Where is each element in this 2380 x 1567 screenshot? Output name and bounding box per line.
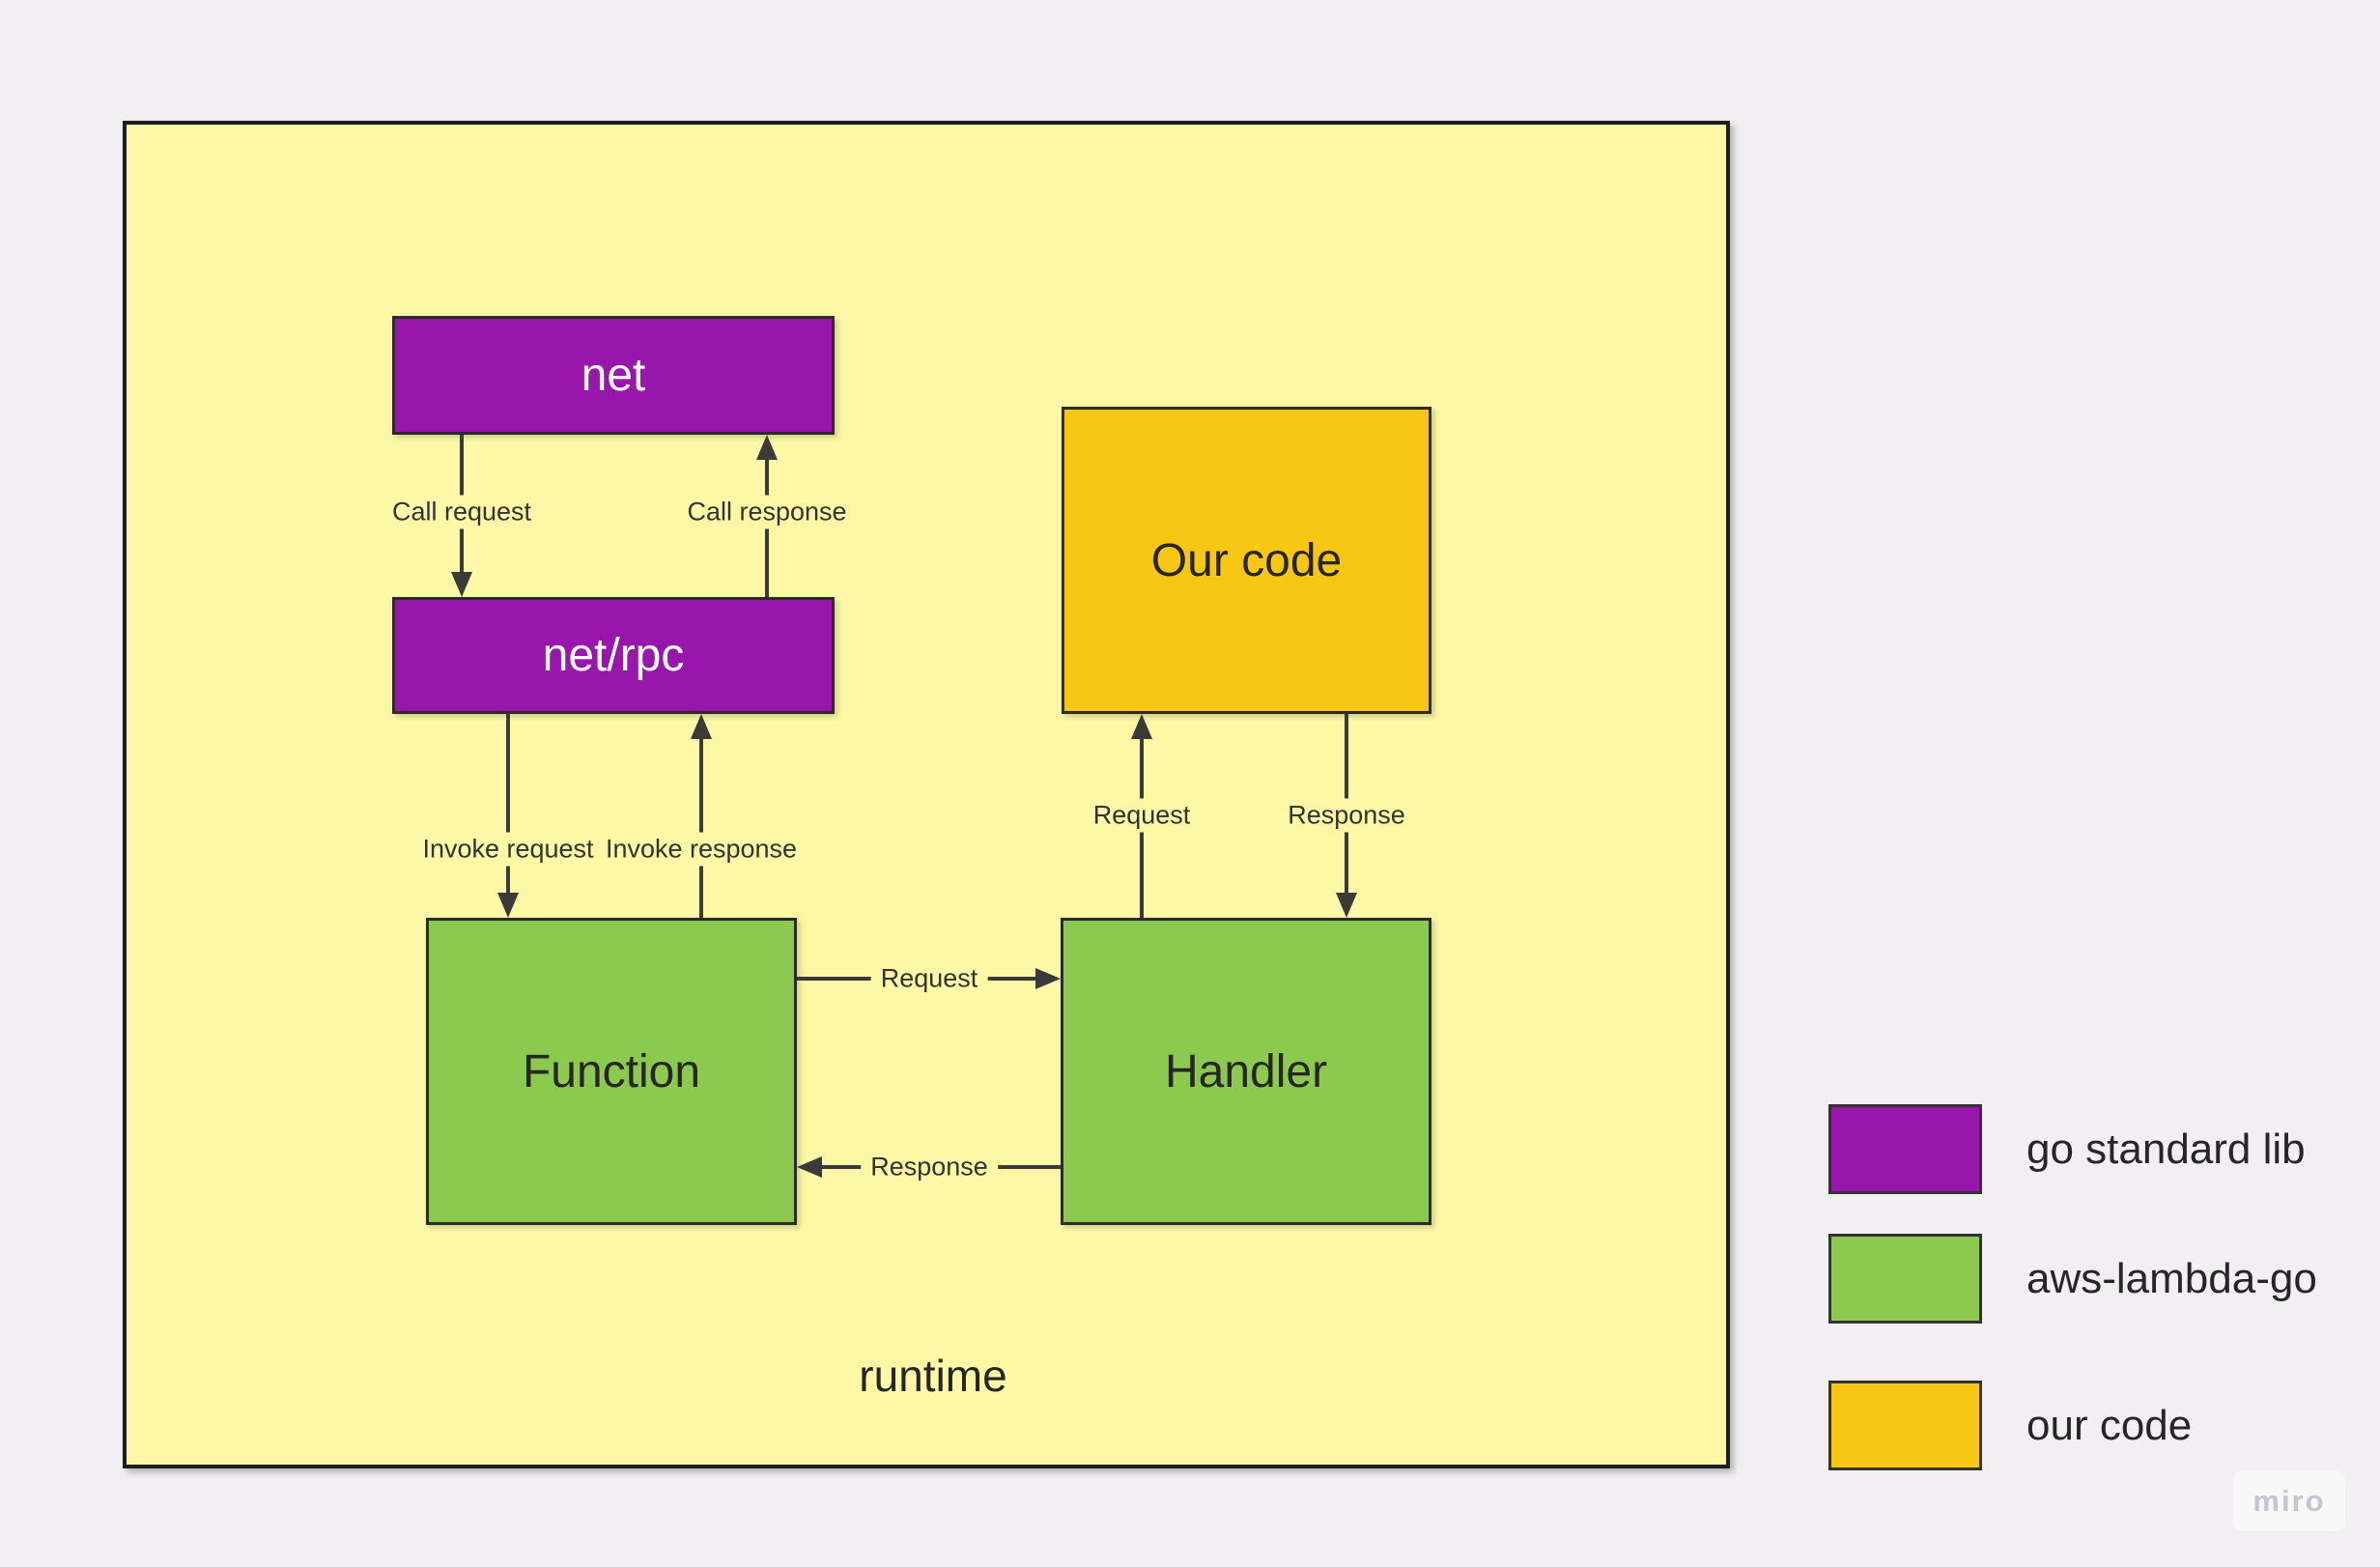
arrowhead-down-icon [451, 572, 472, 597]
node-net-rpc-label: net/rpc [542, 630, 685, 681]
legend-swatch-aws-lambda-go [1828, 1234, 1982, 1324]
edge-response-vertical-label: Response [1278, 798, 1415, 833]
edge-request-horizontal-label: Request [870, 961, 988, 996]
node-handler: Handler [1061, 918, 1431, 1225]
edge-call-response-label: Call response [677, 495, 857, 529]
arrowhead-left-icon [797, 1156, 822, 1178]
arrowhead-up-icon [756, 435, 778, 460]
node-net-rpc: net/rpc [392, 597, 835, 714]
edge-response-horizontal-label: Response [861, 1150, 998, 1184]
edge-invoke-response-line [699, 739, 703, 918]
node-handler-label: Handler [1164, 1045, 1328, 1097]
miro-watermark: miro [2233, 1470, 2345, 1531]
legend-label-go-standard-lib: go standard lib [2026, 1125, 2306, 1173]
node-net: net [392, 316, 835, 435]
legend-label-our-code: our code [2026, 1401, 2193, 1449]
node-net-label: net [581, 350, 646, 401]
arrowhead-down-icon [1336, 893, 1357, 918]
edge-request-vertical-label: Request [1083, 798, 1201, 833]
edge-call-request-label: Call request [382, 495, 542, 529]
legend-item-go-standard-lib: go standard lib [1828, 1104, 2306, 1194]
arrowhead-right-icon [1035, 968, 1061, 989]
arrowhead-up-icon [1131, 714, 1152, 739]
legend-item-our-code: our code [1828, 1381, 2192, 1470]
edge-invoke-response-label: Invoke response [595, 832, 808, 867]
legend-label-aws-lambda-go: aws-lambda-go [2026, 1254, 2317, 1302]
edge-invoke-request-label: Invoke request [412, 832, 604, 867]
node-our-code: Our code [1062, 407, 1431, 714]
edge-invoke-request-line [506, 714, 510, 893]
miro-watermark-label: miro [2252, 1483, 2326, 1518]
runtime-container-label: runtime [859, 1351, 1007, 1401]
legend-swatch-our-code [1828, 1381, 1982, 1470]
node-our-code-label: Our code [1150, 534, 1343, 586]
arrowhead-up-icon [691, 714, 712, 739]
arrowhead-down-icon [497, 893, 519, 918]
node-function-label: Function [522, 1045, 701, 1097]
node-function: Function [426, 918, 797, 1225]
legend-swatch-go-standard-lib [1828, 1104, 1982, 1194]
legend-item-aws-lambda-go: aws-lambda-go [1828, 1234, 2317, 1324]
runtime-container: net net/rpc Function Our code Handler Ca… [123, 121, 1730, 1468]
